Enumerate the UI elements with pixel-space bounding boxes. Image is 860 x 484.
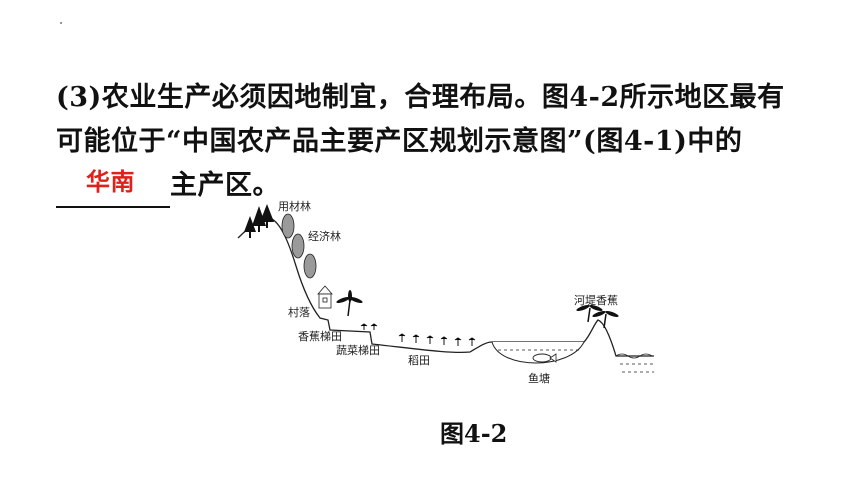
timber-trees <box>244 204 274 238</box>
answer-blank: 华南 <box>56 168 170 208</box>
village-house-icon <box>317 285 333 309</box>
page-dot <box>60 22 62 24</box>
vegetable-sprouts <box>360 323 378 330</box>
question-line-1: (3)农业生产必须因地制宜，合理布局。图4-2所示地区最有 <box>56 82 785 113</box>
label-paddy: 稻田 <box>408 354 430 367</box>
terrain-profile <box>237 217 654 357</box>
label-fish-pond: 鱼塘 <box>528 371 550 385</box>
label-levee-banana: 河堤香蕉 <box>574 294 618 307</box>
figure-caption: 图4-2 <box>440 419 508 448</box>
question-text: (3)农业生产必须因地制宜，合理布局。图4-2所示地区最有 可能位于“中国农产品… <box>56 76 836 208</box>
answer-text: 华南 <box>86 168 135 196</box>
label-village: 村落 <box>288 305 310 319</box>
fish-pond <box>491 341 585 364</box>
economic-trees <box>281 213 317 279</box>
label-economic-forest: 经济林 <box>308 229 341 243</box>
banana-palm-icon <box>336 290 363 317</box>
question-line-3: 华南 主产区。 <box>56 164 836 208</box>
rice-plants <box>398 333 476 346</box>
label-banana-terrace: 香蕉梯田 <box>298 330 342 343</box>
question-line-3-suffix: 主产区。 <box>170 170 280 201</box>
label-timber-forest: 用材林 <box>278 199 311 213</box>
question-line-2: 可能位于“中国农产品主要产区规划示意图”(图4-1)中的 <box>56 126 743 157</box>
terrain-cross-section-diagram: 用材林 经济林 村落 香蕉梯田 蔬菜梯田 稻田 鱼塘 河堤香蕉 <box>237 199 654 385</box>
levee-banana-icon <box>576 304 619 329</box>
fish-icon <box>532 353 552 363</box>
river-water <box>615 353 654 373</box>
label-vegetable-terrace: 蔬菜梯田 <box>336 344 380 357</box>
